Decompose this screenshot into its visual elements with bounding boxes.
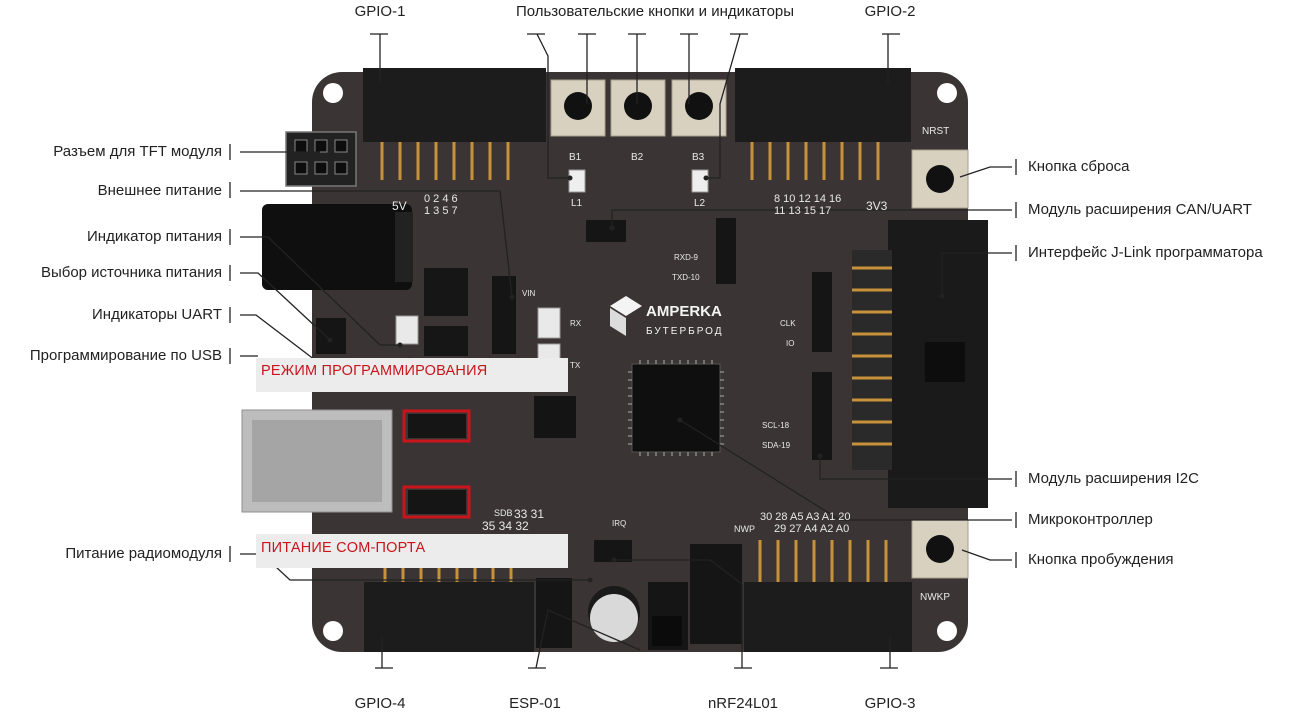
5v-jumper: [586, 220, 626, 242]
silk-b2: B2: [631, 152, 644, 163]
power-jack: [262, 204, 413, 290]
prog-mode-jumpers: [402, 409, 471, 519]
label-tft-connector: Разъем для TFT модуля: [53, 143, 222, 160]
silk-l1: L1: [571, 198, 583, 209]
logo-brand: AMPERKA: [646, 303, 722, 320]
mount-hole-tl: [323, 83, 343, 103]
label-gpio1: GPIO-1: [354, 3, 406, 20]
label-uart-indicators: Индикаторы UART: [92, 306, 222, 323]
silk-b3: B3: [692, 152, 705, 163]
prog-mode-label: РЕЖИМ ПРОГРАММИРОВАНИЯ: [261, 363, 488, 379]
label-can-uart: Модуль расширения CAN/UART: [1028, 201, 1252, 218]
label-power-select: Выбор источника питания: [40, 264, 222, 281]
silk-nwp: NWP: [734, 524, 755, 534]
nrf-switch: [652, 616, 682, 646]
silk-l2: L2: [694, 198, 706, 209]
label-user-buttons: Пользовательские кнопки и индикаторы: [515, 3, 795, 20]
silk-3v3: 3V3: [866, 199, 888, 213]
power-select-header: [492, 276, 516, 354]
logo-mark: [610, 296, 642, 336]
silk-pins-tr-2: 11 13 15 17: [774, 205, 831, 217]
rx-led: [537, 307, 561, 339]
silk-sda: SDA-19: [762, 441, 791, 450]
gpio4-header: [364, 582, 534, 652]
usb-uart-chip: [534, 396, 576, 438]
silk-nwkp: NWKP: [920, 592, 950, 603]
label-jlink: Интерфейс J-Link программатора: [1028, 244, 1263, 261]
logo-tagline: БУТЕРБРОД: [646, 326, 723, 337]
can-uart-header: [716, 218, 736, 284]
reset-button: [911, 149, 969, 209]
mount-hole-tr: [937, 83, 957, 103]
silk-pins-bl-2: 35 34 32: [482, 519, 529, 533]
clk-io-header: [812, 272, 832, 352]
label-radio-power: Питание радиомодуля: [65, 545, 222, 562]
wake-button: [911, 519, 969, 579]
usb-connector: [241, 409, 393, 513]
prog-mode-bar: [256, 358, 568, 392]
label-usb-programming: Программирование по USB: [29, 347, 222, 364]
silk-vin: VIN: [522, 289, 536, 298]
silk-b1: B1: [569, 152, 582, 163]
gpio1-header: [363, 68, 546, 142]
silk-pins-tr-1: 8 10 12 14 16: [774, 193, 841, 205]
label-nrf24: nRF24L01: [707, 695, 779, 712]
label-gpio4: GPIO-4: [354, 695, 406, 712]
gpio3-header: [744, 582, 912, 652]
radio-power-jumper: [594, 540, 632, 562]
silk-rx: RX: [570, 319, 582, 328]
com-power-bar: [256, 534, 568, 568]
silk-sdb: SDB: [494, 508, 513, 518]
silk-5v: 5V: [392, 199, 407, 213]
label-external-power: Внешнее питание: [97, 182, 222, 199]
silk-nrst: NRST: [922, 126, 949, 137]
silk-txd: TXD-10: [672, 273, 700, 282]
uart-jumper: [316, 318, 346, 354]
user-button-b2: [610, 79, 666, 137]
user-button-b1: [550, 79, 606, 137]
silk-pins-br-2: 29 27 A4 A2 A0: [774, 523, 849, 535]
microcontroller: [628, 360, 724, 456]
mount-hole-br: [937, 621, 957, 641]
capacitor: [588, 586, 640, 642]
silk-tx: TX: [570, 361, 581, 370]
label-wake-button: Кнопка пробуждения: [1028, 551, 1174, 568]
led-l1: [568, 169, 586, 193]
silk-scl: SCL-18: [762, 421, 790, 430]
pins-top-left: [380, 142, 510, 180]
label-i2c: Модуль расширения I2C: [1028, 470, 1199, 487]
led-l2: [691, 169, 709, 193]
gpio2-header: [735, 68, 911, 142]
mount-hole-bl: [323, 621, 343, 641]
i2c-header: [812, 372, 832, 460]
jlink-connector: [852, 220, 988, 508]
silk-pins-tl-2: 1 3 5 7: [424, 205, 458, 217]
label-esp01: ESP-01: [509, 695, 561, 712]
user-button-b3: [671, 79, 727, 137]
pins-bottom-right: [758, 540, 888, 582]
power-led: [395, 315, 419, 345]
silk-rxd: RXD-9: [674, 253, 699, 262]
silk-io: IO: [786, 339, 794, 348]
label-reset-button: Кнопка сброса: [1028, 158, 1130, 175]
pins-top-right: [750, 142, 880, 180]
label-power-indicator: Индикатор питания: [87, 228, 222, 245]
silk-clk: CLK: [780, 319, 796, 328]
label-gpio3: GPIO-3: [864, 695, 916, 712]
silk-pins-tl-1: 0 2 4 6: [424, 193, 458, 205]
silk-pins-br-1: 30 28 A5 A3 A1 20: [760, 511, 851, 523]
silk-irq: IRQ: [612, 519, 626, 528]
com-power-label: ПИТАНИЕ COM-ПОРТА: [261, 540, 426, 556]
silk-pins-bl-1: 33 31: [514, 507, 544, 521]
nrf24-header: [690, 544, 742, 644]
label-mcu: Микроконтроллер: [1028, 511, 1153, 528]
label-gpio2: GPIO-2: [864, 3, 916, 20]
